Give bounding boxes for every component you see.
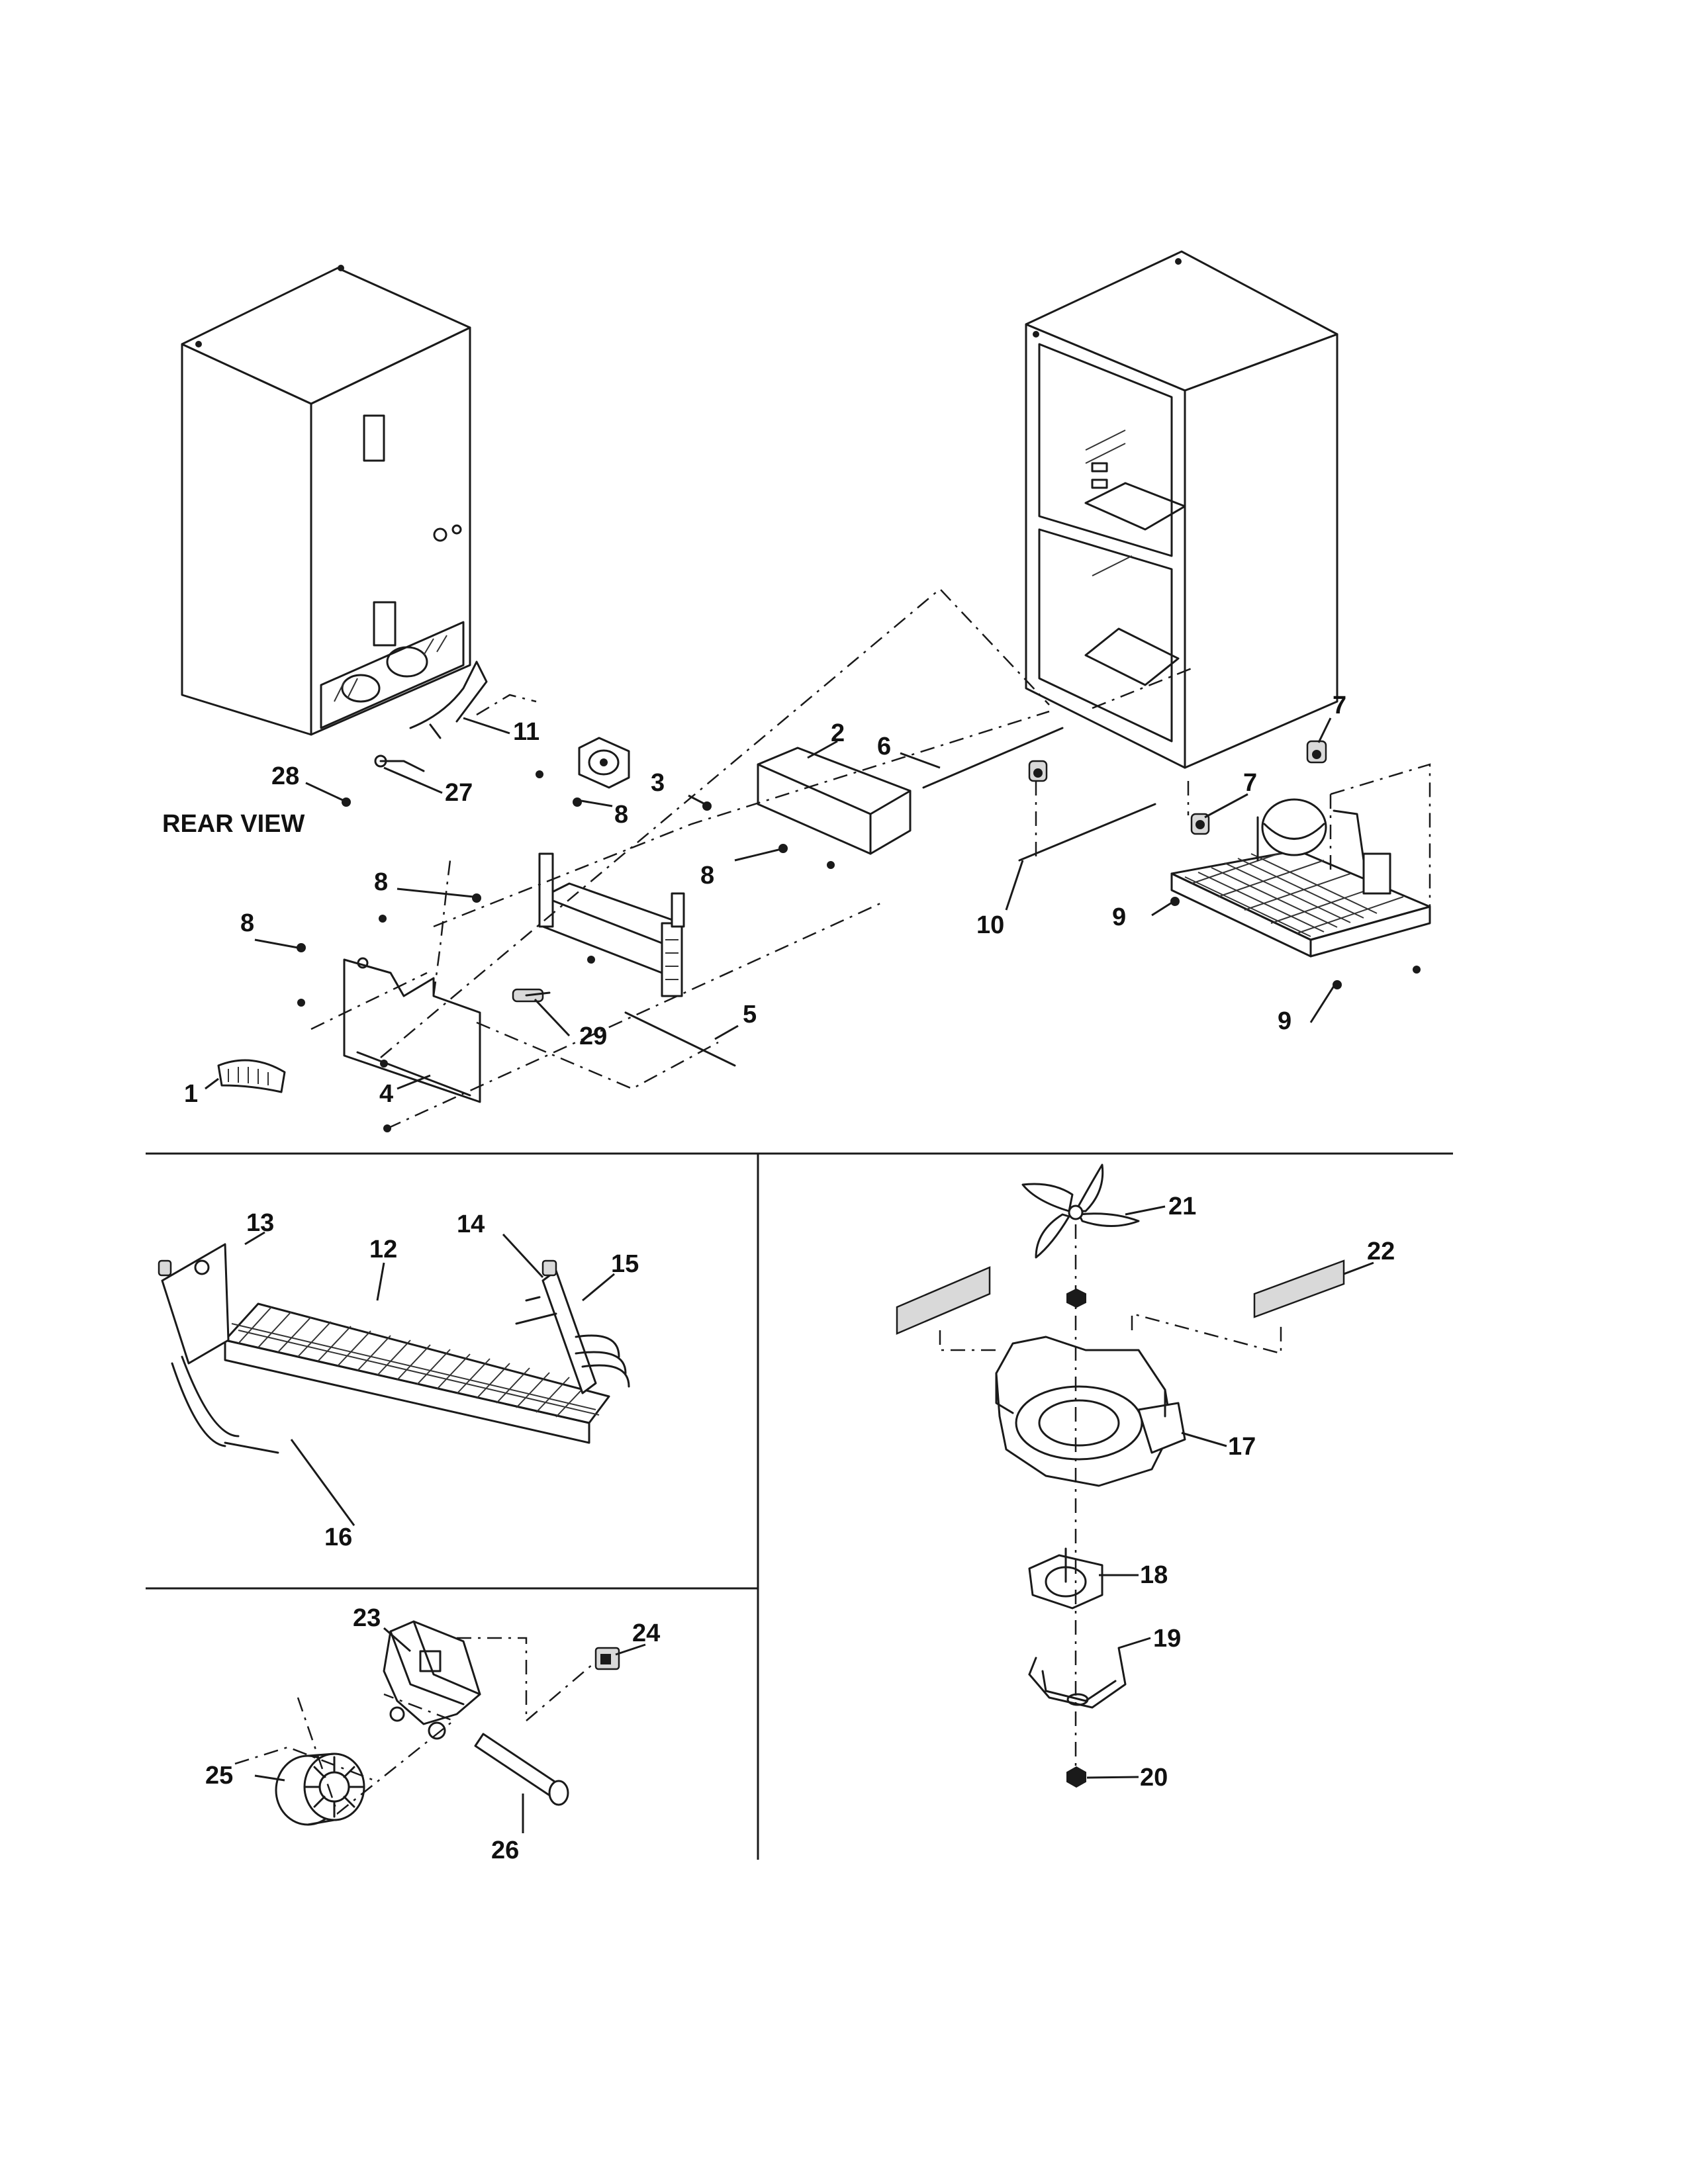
- part-2-cover: [757, 747, 912, 855]
- callout-2: 2: [831, 719, 845, 747]
- callout-18: 18: [1140, 1561, 1168, 1589]
- callout-10: 10: [976, 911, 1004, 939]
- part-7-leveler-left: [1028, 760, 1048, 782]
- part-8-screw-panel: [472, 893, 481, 903]
- part-29-sensor: [512, 988, 551, 1003]
- rear-view-label: REAR VIEW: [162, 810, 305, 838]
- part-6-rod: [922, 727, 1064, 789]
- callout-3: 3: [651, 769, 665, 797]
- part-10-rod: [1018, 803, 1156, 862]
- callout-4: 4: [379, 1080, 393, 1108]
- callout-13: 13: [246, 1209, 274, 1237]
- part-4-panel: [343, 852, 685, 1103]
- part-23-bracket: [383, 1620, 481, 1740]
- panel-screw-d: [587, 956, 595, 964]
- part-24-clip: [594, 1647, 620, 1670]
- callout-27: 27: [445, 779, 473, 807]
- compressor-screw: [1413, 966, 1421, 974]
- part-25-wheel: [275, 1752, 365, 1826]
- part-8-screw-fan: [573, 797, 582, 807]
- part-11-drain-tube: [409, 660, 488, 739]
- callout-14: 14: [457, 1210, 485, 1238]
- part-9-screw-a: [1170, 897, 1180, 906]
- front-cabinet: [1025, 250, 1338, 769]
- callout-25: 25: [205, 1762, 233, 1790]
- callout-9-a: 9: [1112, 903, 1126, 931]
- fan-dashed-lines: [939, 1224, 1282, 1774]
- rear-cabinet: [181, 265, 471, 736]
- part-20-nut: [1066, 1766, 1086, 1788]
- callout-26: 26: [491, 1837, 519, 1864]
- condenser-fan-motor: [578, 737, 630, 789]
- callout-20: 20: [1140, 1764, 1168, 1792]
- part-21-fan-blade: [1021, 1163, 1140, 1259]
- callout-5: 5: [743, 1001, 757, 1028]
- evaporator-assembly: [158, 1243, 630, 1454]
- callout-6: 6: [877, 733, 891, 760]
- callout-1: 1: [184, 1080, 198, 1108]
- panel-screw-a: [297, 999, 305, 1007]
- part-9-screw-b: [1333, 980, 1342, 989]
- part-22-pad-right: [1253, 1259, 1345, 1318]
- panel-screw-b: [380, 1060, 388, 1068]
- callout-29: 29: [579, 1023, 607, 1050]
- panel-screw-e: [379, 915, 387, 923]
- part-8-screw-center: [778, 844, 788, 853]
- part-7-leveler-mid: [1190, 813, 1210, 835]
- callout-23: 23: [353, 1604, 381, 1632]
- callout-8-panel: 8: [374, 868, 388, 896]
- part-17-fan-shroud: [995, 1336, 1186, 1487]
- callout-28: 28: [271, 762, 299, 790]
- screw-center-b: [827, 861, 835, 869]
- part-22-pad-left: [896, 1266, 991, 1335]
- part-1-grille: [217, 1059, 286, 1093]
- callout-21: 21: [1168, 1193, 1196, 1220]
- callout-8-left: 8: [240, 909, 254, 937]
- callout-17: 17: [1228, 1433, 1256, 1461]
- part-19-motor-bracket: [1028, 1647, 1127, 1709]
- part-18-fan-motor: [1028, 1547, 1103, 1610]
- callout-8-center: 8: [700, 862, 714, 889]
- part-27-clip: [374, 754, 425, 772]
- callout-11: 11: [513, 718, 539, 746]
- callout-12: 12: [369, 1236, 397, 1263]
- compressor-assembly: [1170, 798, 1431, 958]
- caster-dashed-lines: [234, 1637, 593, 1815]
- callout-16: 16: [324, 1524, 352, 1551]
- screw-fan-top: [536, 770, 543, 778]
- callout-22: 22: [1367, 1238, 1395, 1265]
- leader-lines: [205, 717, 1374, 1833]
- callout-9-b: 9: [1278, 1007, 1291, 1035]
- callout-7-mid: 7: [1243, 769, 1257, 797]
- callout-24: 24: [632, 1619, 660, 1647]
- callout-7-right: 7: [1333, 692, 1346, 719]
- part-5-bar: [624, 1011, 736, 1067]
- callout-15: 15: [611, 1250, 639, 1278]
- part-7-leveler-right: [1306, 740, 1327, 764]
- callout-19: 19: [1153, 1625, 1181, 1653]
- callout-8-fan: 8: [614, 801, 628, 829]
- part-8-screw-left: [297, 943, 306, 952]
- part-26-axle: [474, 1733, 569, 1806]
- assembly-dashed-lines: [310, 588, 1431, 1130]
